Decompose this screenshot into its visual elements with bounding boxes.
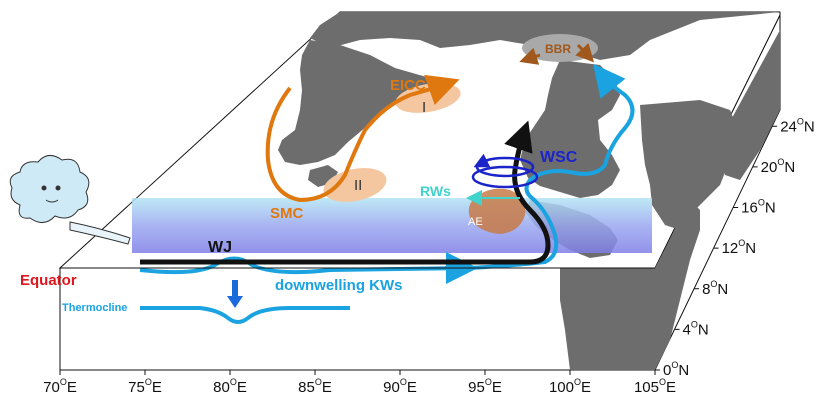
label-ae: AE — [468, 216, 483, 228]
lon-tick-label: 105OE — [634, 377, 676, 396]
label-rws: RWs — [420, 183, 451, 199]
downwelling-arrow-icon — [227, 280, 243, 308]
lat-tick-label: 12ON — [722, 238, 757, 257]
lon-tick-label: 75OE — [128, 377, 162, 396]
wind-cloud-icon — [9, 155, 131, 245]
label-eicc: EICC — [390, 77, 426, 94]
thermocline-curve — [140, 306, 350, 324]
label-region-1: I — [422, 99, 426, 116]
lat-tick-label: 8ON — [702, 279, 728, 298]
label-bbr: BBR — [545, 42, 571, 56]
longitude-axis: 70OE 75OE 80OE 85OE 90OE 95OE 100OE 105OE — [43, 370, 676, 396]
lon-tick-label: 95OE — [468, 377, 502, 396]
lat-tick-label: 4ON — [683, 319, 709, 338]
lat-tick-label: 16ON — [741, 198, 776, 217]
lon-tick-label: 90OE — [383, 377, 417, 396]
lon-tick-label: 85OE — [298, 377, 332, 396]
ocean-band — [132, 198, 652, 253]
bbr-arrows — [519, 43, 595, 65]
lon-tick-label: 70OE — [43, 377, 77, 396]
latitude-axis: 0ON 4ON 8ON 12ON 16ON 20ON 24ON — [655, 116, 815, 379]
label-thermocline: Thermocline — [62, 302, 127, 314]
lon-tick-label: 100OE — [549, 377, 591, 396]
lat-tick-label: 20ON — [761, 157, 796, 176]
label-wsc: WSC — [540, 149, 578, 166]
lon-tick-label: 80OE — [213, 377, 247, 396]
ae-eddy — [468, 188, 526, 234]
label-downwelling: downwelling KWs — [275, 277, 403, 294]
region-2-patch — [323, 167, 387, 203]
eddy-rotation-icon — [471, 153, 539, 189]
label-smc: SMC — [270, 205, 304, 222]
smc-eicc-current — [265, 74, 460, 203]
lat-tick-label: 0ON — [663, 360, 689, 379]
label-wj: WJ — [208, 239, 232, 256]
lat-tick-label: 24ON — [780, 116, 815, 135]
label-region-2: II — [354, 177, 362, 194]
coastal-kelvin-path — [139, 63, 635, 275]
label-equator: Equator — [20, 272, 77, 289]
